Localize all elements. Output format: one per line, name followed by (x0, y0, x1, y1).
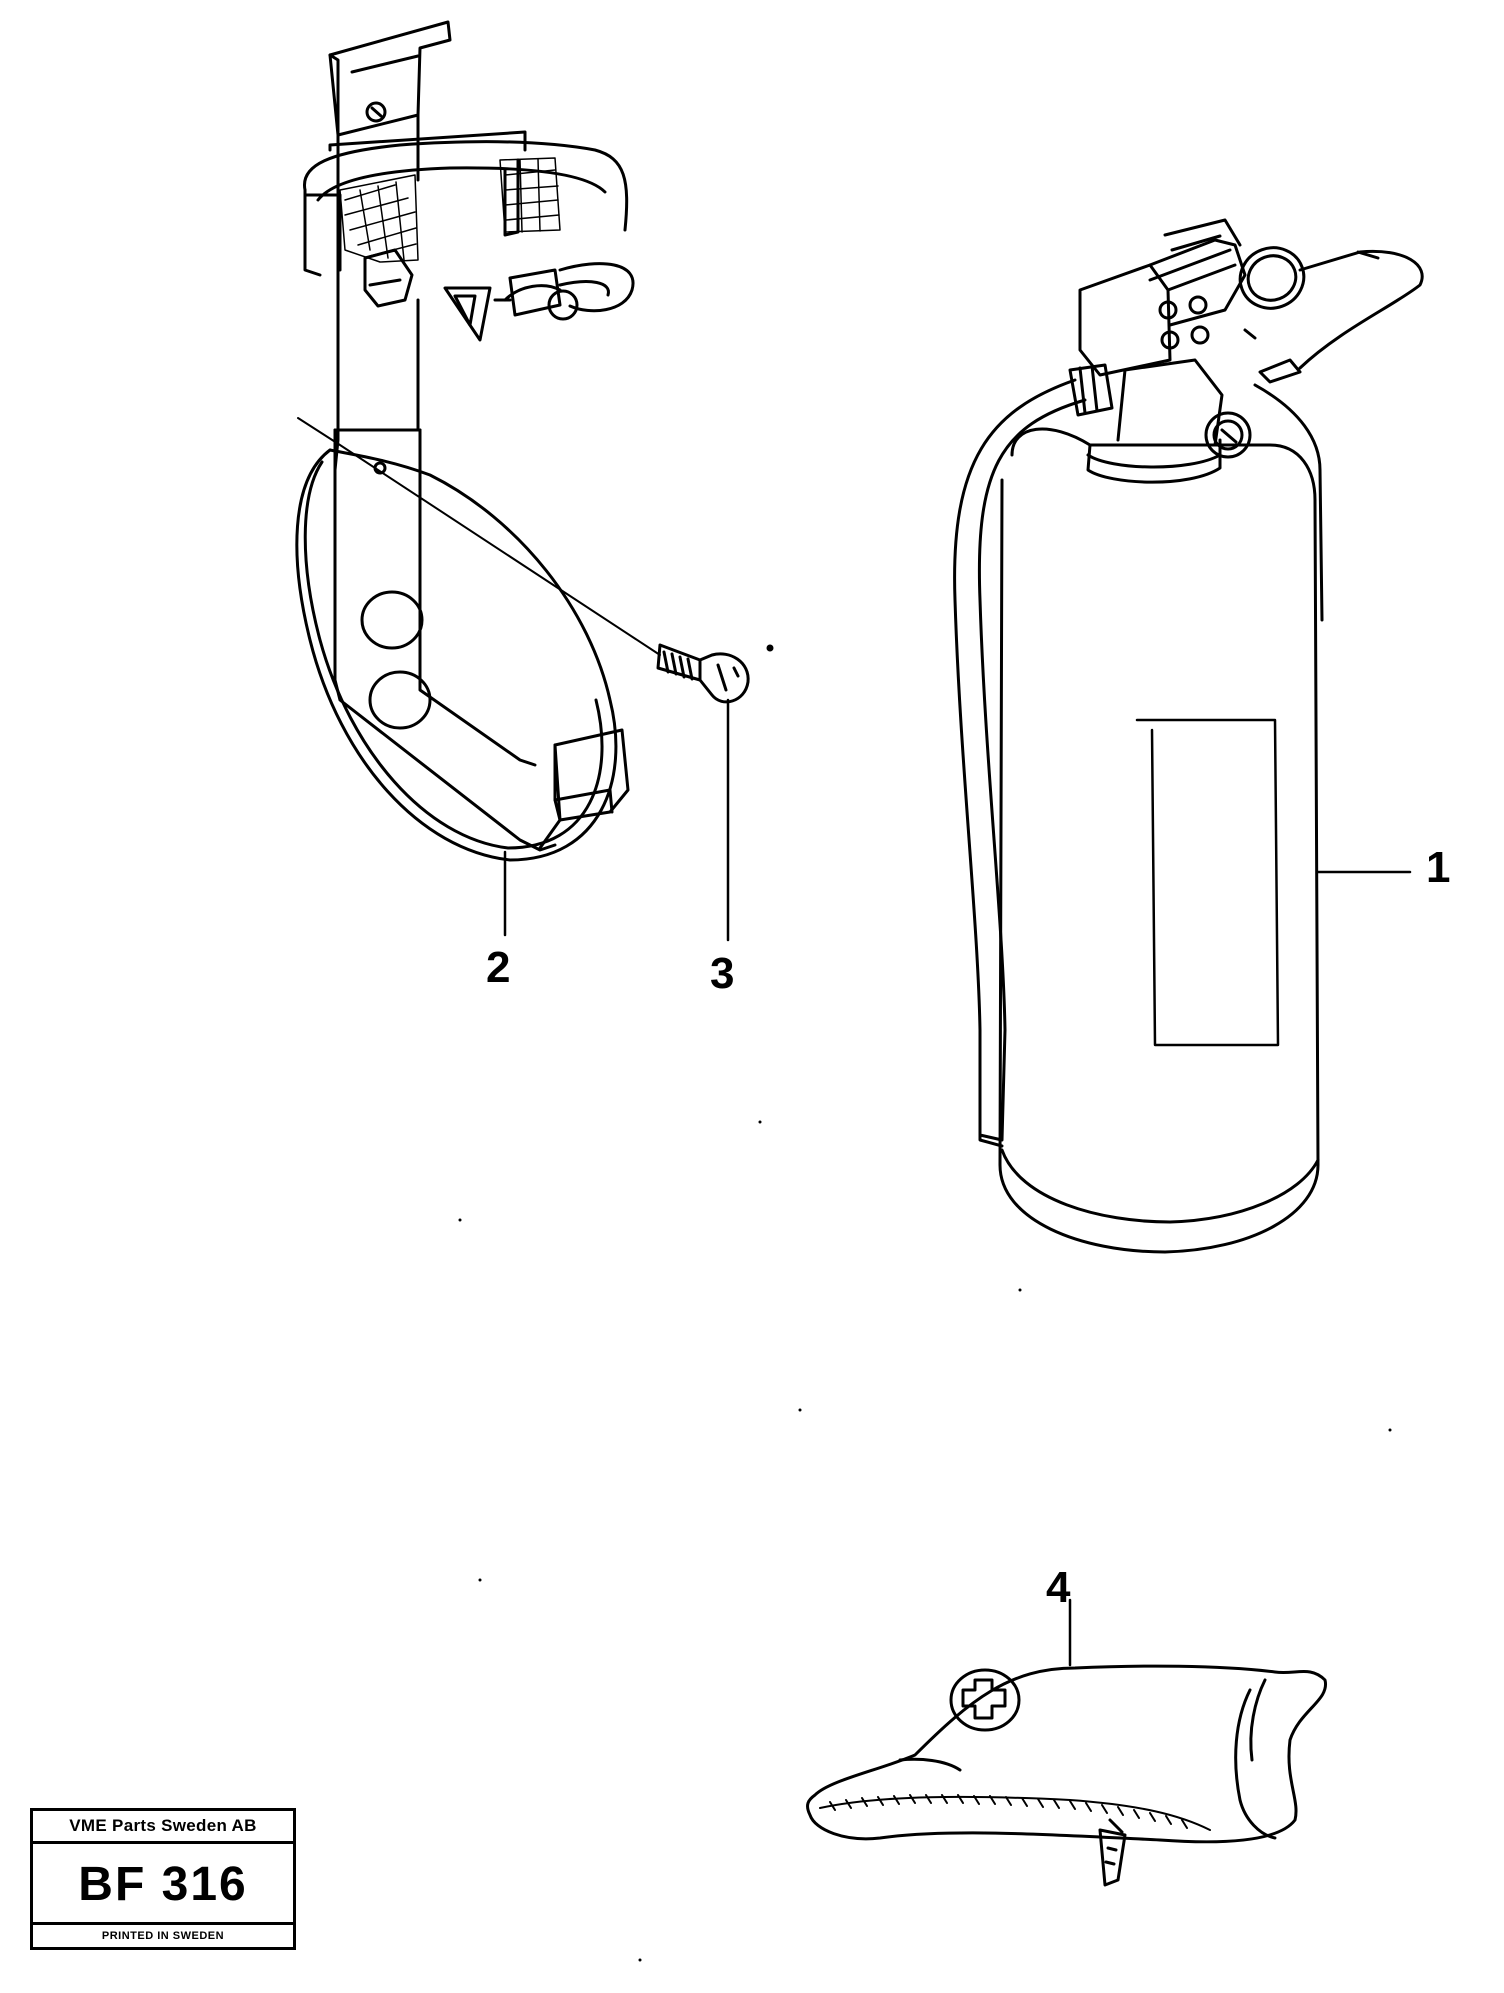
callout-label-2: 2 (486, 943, 511, 992)
drawing-stamp: VME Parts Sweden AB BF 316 PRINTED IN SW… (30, 1808, 296, 1950)
callout-label-4: 4 (1046, 1563, 1071, 1612)
first-aid-kit-icon (806, 1598, 1327, 1887)
scan-dots (458, 1120, 1392, 1962)
callout-label-3: 3 (710, 949, 735, 998)
extinguisher-bracket-icon (295, 20, 661, 862)
stamp-company: VME Parts Sweden AB (33, 1811, 293, 1844)
callout-label-1: 1 (1426, 843, 1451, 892)
screw-icon (656, 643, 774, 704)
stamp-printed: PRINTED IN SWEDEN (33, 1922, 293, 1947)
fire-extinguisher-icon (953, 218, 1424, 1254)
stamp-code: BF 316 (78, 1858, 248, 1911)
